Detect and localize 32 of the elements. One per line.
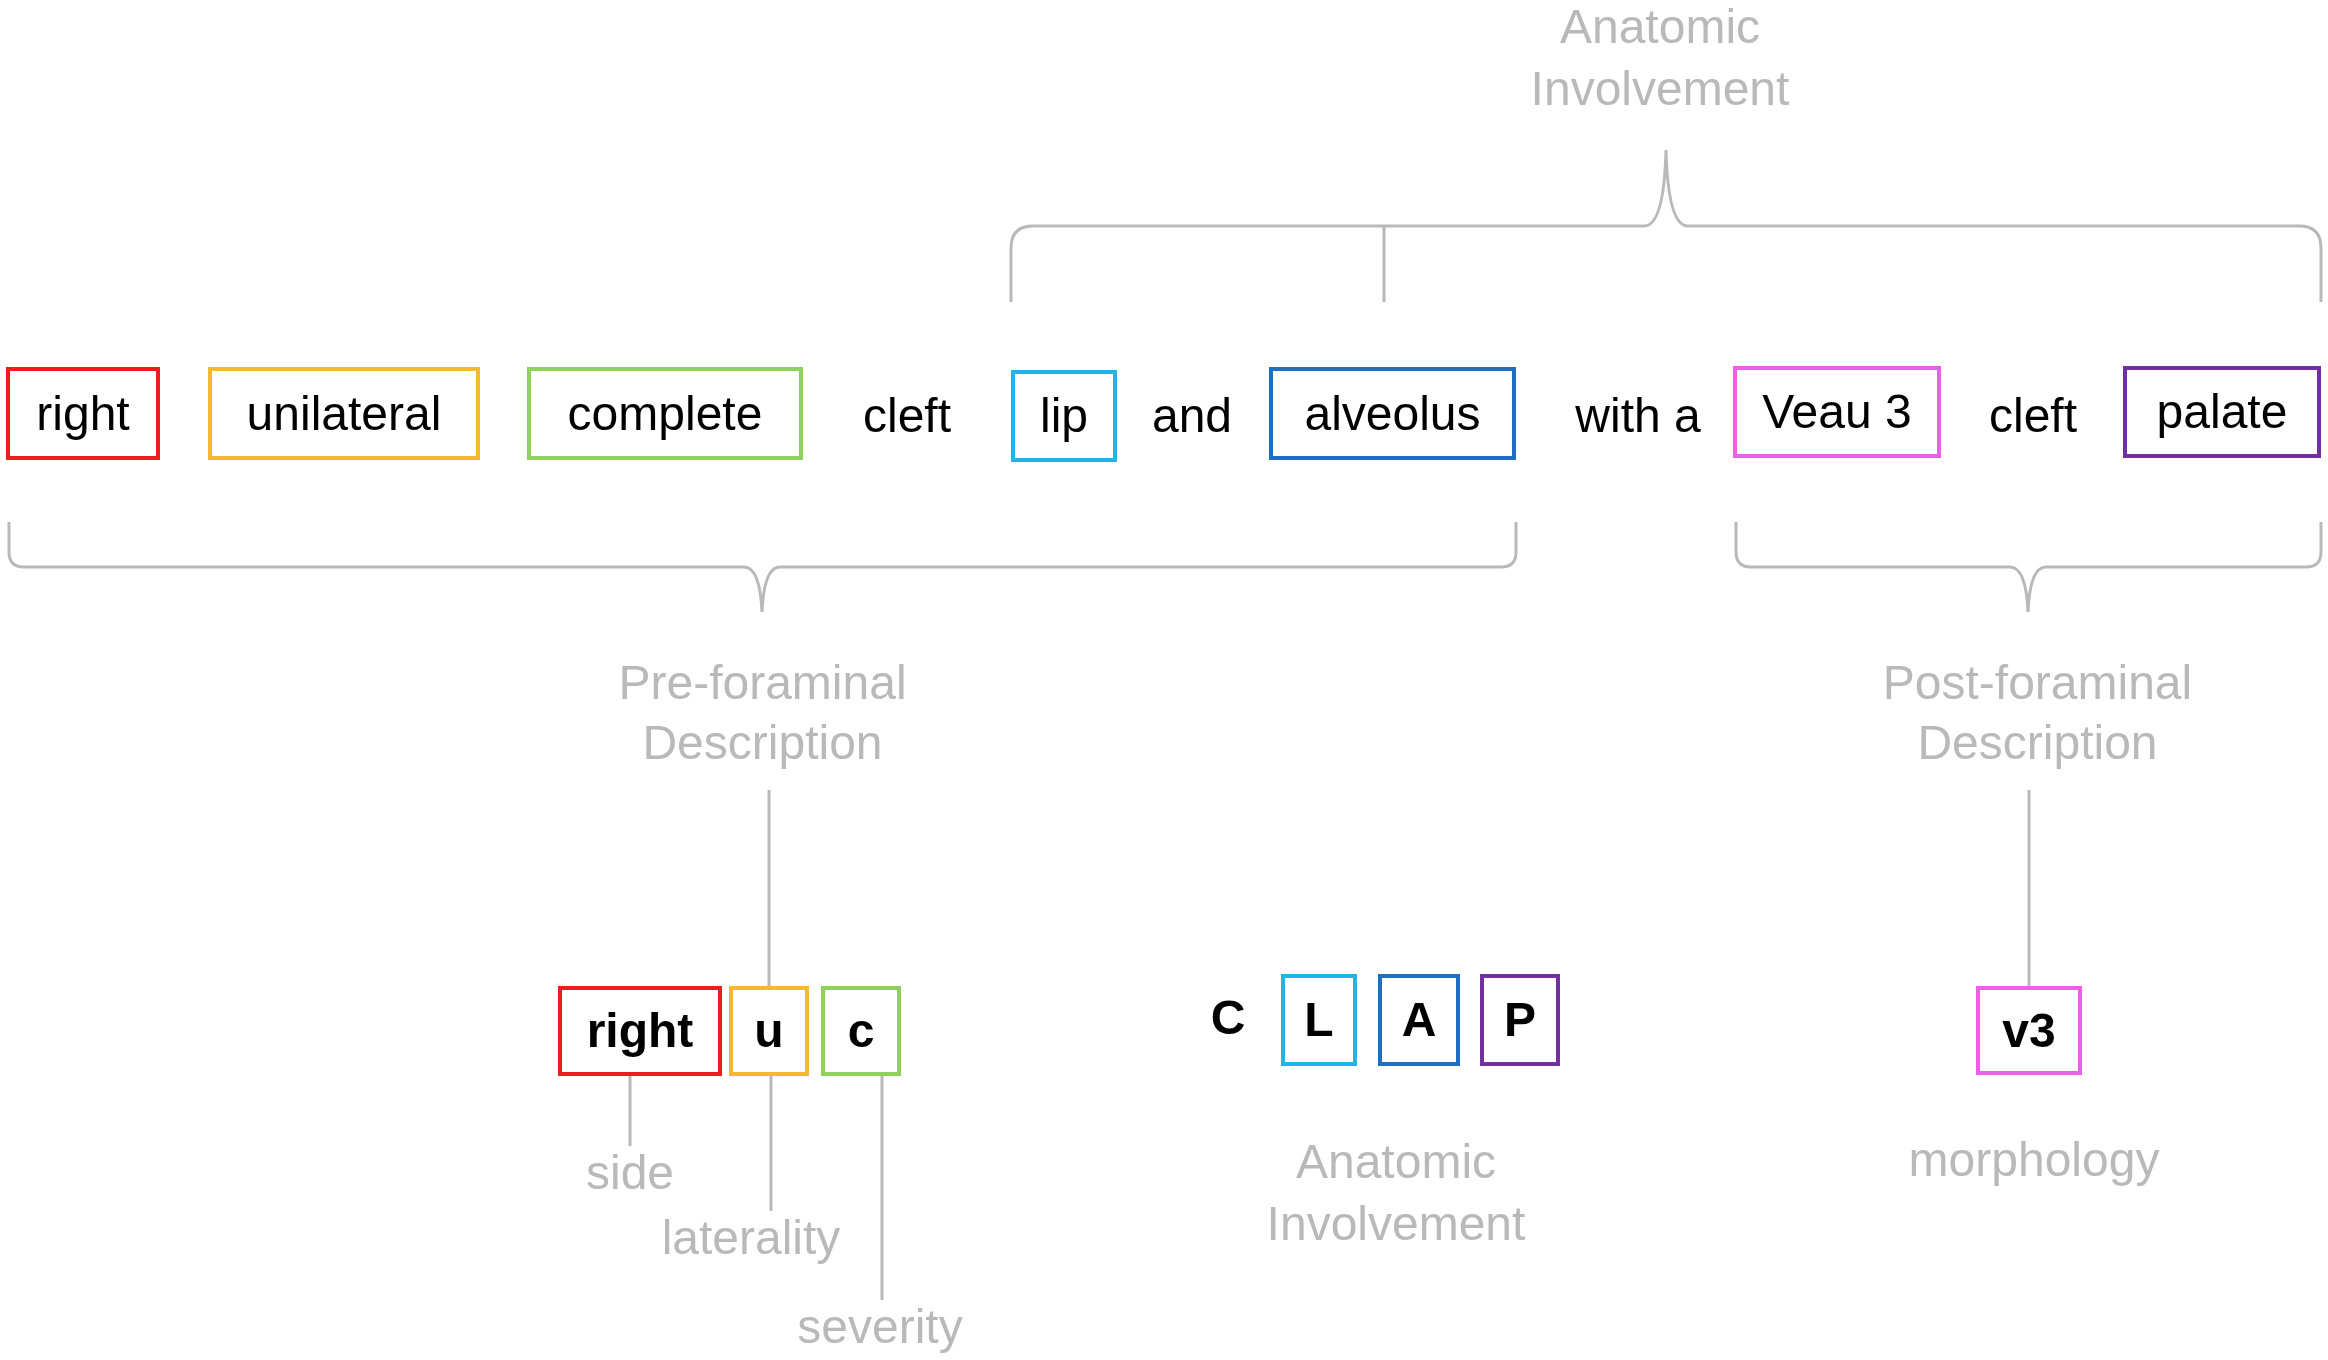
code-box: v3	[1976, 986, 2082, 1075]
leader-line	[767, 790, 771, 986]
category-label: laterality	[640, 1211, 862, 1265]
category-label: side	[575, 1146, 685, 1200]
leader-line	[769, 1076, 773, 1211]
leader-line	[2027, 790, 2031, 986]
code-box: P	[1480, 974, 1560, 1066]
category-label: Pre-foraminal Description	[580, 635, 945, 790]
sentence-word: C	[1210, 989, 1246, 1046]
category-label: severity	[770, 1300, 990, 1354]
code-box: u	[729, 986, 809, 1076]
code-box: c	[821, 986, 901, 1076]
term-box: Veau 3	[1733, 366, 1941, 458]
code-box: right	[558, 986, 722, 1076]
category-label: Anatomic Involvement	[1265, 1133, 1527, 1252]
code-box: L	[1281, 974, 1357, 1066]
sentence-word: cleft	[863, 387, 951, 444]
term-box: palate	[2123, 366, 2321, 458]
term-box: unilateral	[208, 367, 480, 460]
sentence-word: and	[1151, 387, 1233, 444]
leader-line	[628, 1076, 632, 1146]
term-box: lip	[1011, 370, 1117, 462]
code-box: A	[1378, 974, 1460, 1066]
category-label: morphology	[1908, 1131, 2160, 1188]
term-box: complete	[527, 367, 803, 460]
term-box: alveolus	[1269, 367, 1516, 460]
sentence-word: cleft	[1989, 387, 2077, 444]
category-label: Anatomic Involvement	[1529, 0, 1791, 117]
leader-line	[880, 1076, 884, 1300]
sentence-word: with a	[1575, 387, 1701, 444]
category-label: Post-foraminal Description	[1850, 635, 2225, 790]
term-box: right	[6, 367, 160, 460]
